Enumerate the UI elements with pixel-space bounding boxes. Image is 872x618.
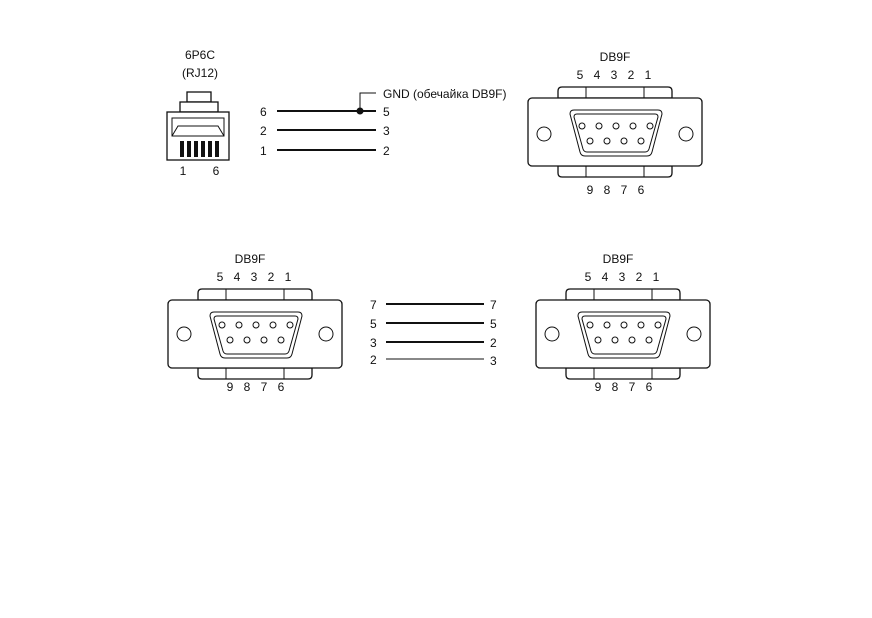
db9-bottom-tab: [557, 165, 673, 178]
db9-left-pin-label: 8: [244, 380, 251, 394]
db9-pins: [218, 321, 294, 344]
db9-bottom-tab: [565, 367, 681, 380]
wire-bottom-right-3: 2: [490, 336, 497, 350]
db9-flange: [167, 299, 343, 369]
db9-pins: [578, 122, 654, 145]
db9-mount-hole: [318, 326, 334, 342]
db9-shell-outer: [577, 311, 671, 359]
db9-right-pin-label: 2: [636, 270, 643, 284]
rj12-title: 6P6C: [185, 48, 215, 62]
db9-mount-hole: [536, 126, 552, 142]
rj12-subtitle: (RJ12): [182, 66, 218, 80]
db9-top-connector: DB9F 5 4 3 2 1 9 8 7 6: [527, 50, 703, 197]
rj12-latch-base: [179, 101, 219, 113]
wire-top-left-1: 6: [260, 105, 267, 119]
db9-left-pin-label: 7: [261, 380, 268, 394]
db9-shell-inner: [213, 315, 299, 355]
db9-mount-hole: [678, 126, 694, 142]
rj12-ridge: [171, 125, 225, 137]
db9-shell-outer: [209, 311, 303, 359]
db9-right-pin-label: 4: [602, 270, 609, 284]
db9-top-tab: [565, 288, 681, 301]
rj12-pin-last: 6: [213, 164, 220, 178]
db9-left-title: DB9F: [235, 252, 266, 266]
db9-right-pin-label: 6: [646, 380, 653, 394]
db9-shell-inner: [573, 113, 659, 153]
rj12-latch: [186, 91, 212, 103]
db9-pins: [586, 321, 662, 344]
db9-right-pin-label: 1: [653, 270, 660, 284]
db9-top-pin-label: 2: [628, 68, 635, 82]
rj12-contacts: [180, 141, 219, 157]
wire-top-left-2: 2: [260, 124, 267, 138]
db9-shell-outer: [569, 109, 663, 157]
wiring-bottom: 7 7 5 5 3 2 2 3: [370, 298, 497, 368]
wire-top-left-3: 1: [260, 144, 267, 158]
rj12-pin-first: 1: [180, 164, 187, 178]
db9-right-pin-label: 3: [619, 270, 626, 284]
db9-top-tab: [197, 288, 313, 301]
rj12-window: [171, 117, 225, 137]
db9-flange: [527, 97, 703, 167]
db9-top-pin-label: 7: [621, 183, 628, 197]
db9-top-pin-label: 8: [604, 183, 611, 197]
db9-mount-hole: [686, 326, 702, 342]
db9-mount-hole: [544, 326, 560, 342]
db9-top-pin-label: 9: [587, 183, 594, 197]
db9-top-pin-label: 3: [611, 68, 618, 82]
db9-top-pin-label: 6: [638, 183, 645, 197]
rj12-connector: 6P6C (RJ12) 1 6: [166, 48, 230, 178]
db9-left-pin-label: 1: [285, 270, 292, 284]
wire-bottom-left-2: 5: [370, 317, 377, 331]
wiring-top: 6 GND (обечайка DB9F) 5 2 3 1 2: [260, 87, 507, 158]
db9-right-pin-label: 9: [595, 380, 602, 394]
db9-mount-hole: [176, 326, 192, 342]
gnd-branch: [359, 92, 376, 111]
db9-left-pin-label: 4: [234, 270, 241, 284]
wire-bottom-right-1: 7: [490, 298, 497, 312]
db9-left-pin-label: 9: [227, 380, 234, 394]
wire-top-right-1: 5: [383, 105, 390, 119]
db9-right-title: DB9F: [603, 252, 634, 266]
db9-left-pin-label: 5: [217, 270, 224, 284]
db9-right-pin-label: 8: [612, 380, 619, 394]
db9-top-pin-label: 5: [577, 68, 584, 82]
db9-top-pin-label: 1: [645, 68, 652, 82]
db9-left-connector: DB9F 5 4 3 2 1 9 8 7 6: [167, 252, 343, 394]
db9-bottom-tab: [197, 367, 313, 380]
db9-shell-inner: [581, 315, 667, 355]
wire-top-right-3: 2: [383, 144, 390, 158]
db9-flange: [535, 299, 711, 369]
db9-right-pin-label: 5: [585, 270, 592, 284]
wire-bottom-right-4: 3: [490, 354, 497, 368]
wire-bottom-left-3: 3: [370, 336, 377, 350]
wire-bottom-left-4: 2: [370, 353, 377, 367]
db9-right-pin-label: 7: [629, 380, 636, 394]
wire-top-right-2: 3: [383, 124, 390, 138]
db9-left-pin-label: 3: [251, 270, 258, 284]
db9-left-pin-label: 6: [278, 380, 285, 394]
wire-bottom-left-1: 7: [370, 298, 377, 312]
db9-right-connector: DB9F 5 4 3 2 1 9 8 7 6: [535, 252, 711, 394]
wire-bottom-right-2: 5: [490, 317, 497, 331]
db9-top-tab: [557, 86, 673, 99]
gnd-label: GND (обечайка DB9F): [383, 87, 507, 101]
db9-left-pin-label: 2: [268, 270, 275, 284]
db9-top-pin-label: 4: [594, 68, 601, 82]
db9-top-title: DB9F: [600, 50, 631, 64]
